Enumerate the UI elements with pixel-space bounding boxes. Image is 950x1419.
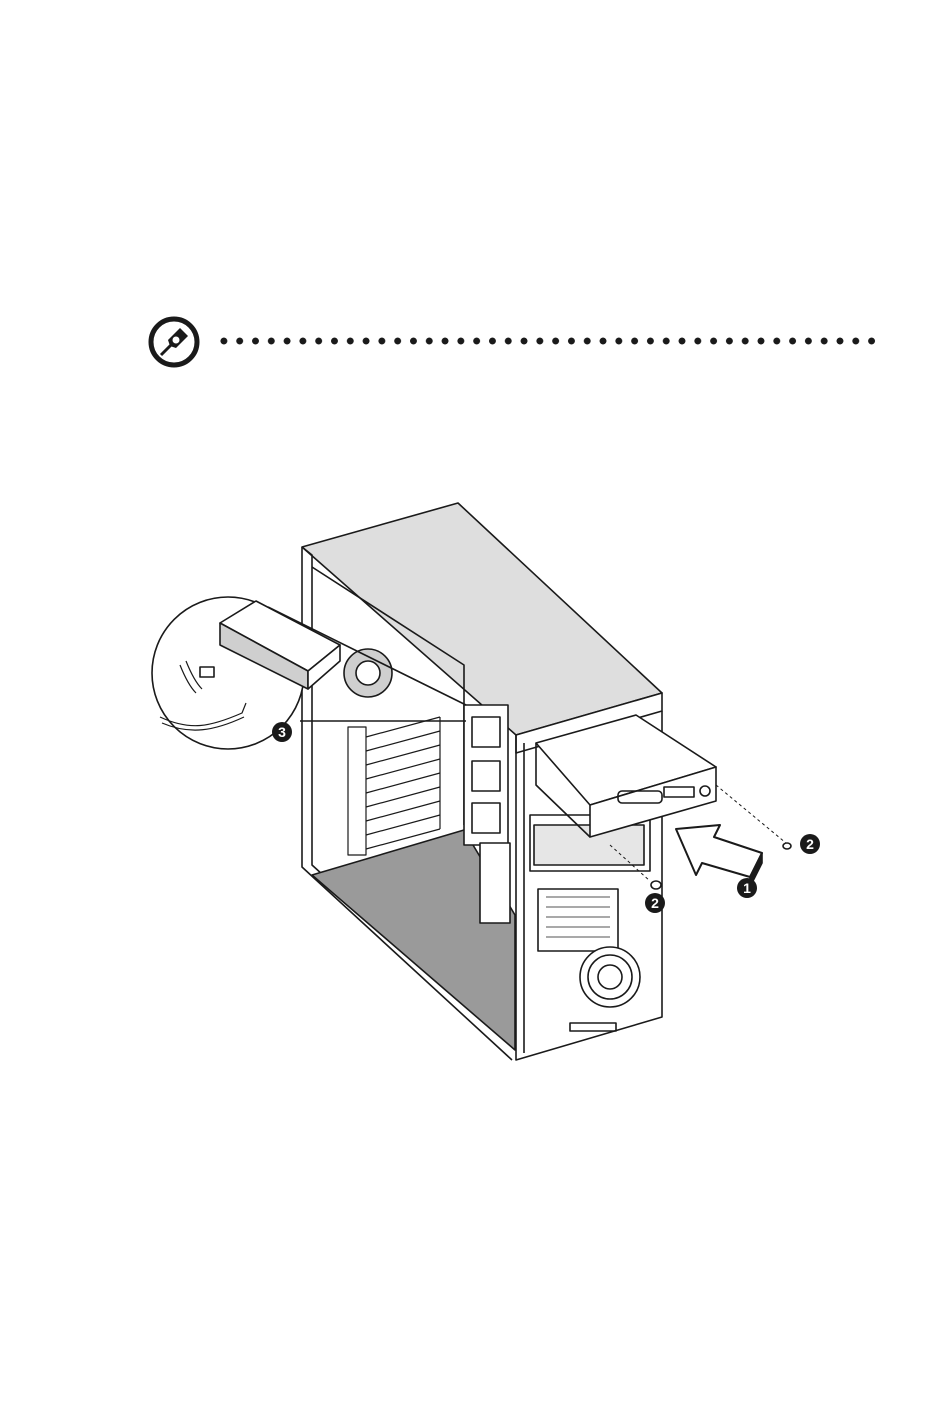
note-header bbox=[148, 316, 883, 368]
callout-2-side: 2 bbox=[645, 893, 665, 913]
callout-1: 1 bbox=[737, 878, 757, 898]
callout-2-front: 2 bbox=[800, 834, 820, 854]
svg-text:3: 3 bbox=[278, 724, 286, 740]
svg-text:2: 2 bbox=[651, 895, 659, 911]
note-pen-icon bbox=[148, 316, 200, 368]
svg-text:1: 1 bbox=[743, 880, 751, 896]
chassis-installation-figure: 1 2 2 3 bbox=[150, 495, 850, 1070]
svg-text:2: 2 bbox=[806, 836, 814, 852]
dotted-separator bbox=[216, 337, 878, 345]
callout-3: 3 bbox=[272, 722, 292, 742]
